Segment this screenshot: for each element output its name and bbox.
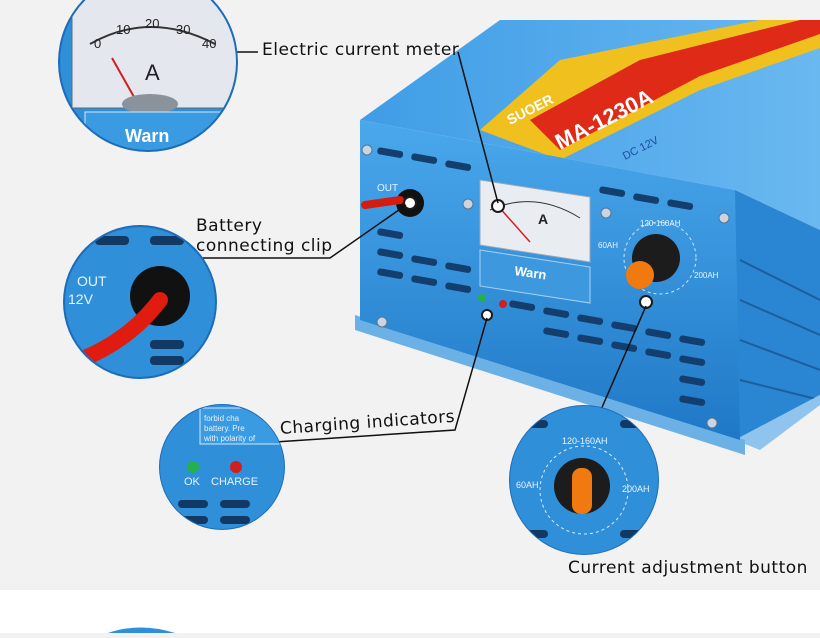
adjust-knob <box>626 261 654 289</box>
zoom-charge-led <box>230 461 242 473</box>
tick-20: 20 <box>145 16 159 31</box>
zoom-clip: OUT 12V <box>63 225 217 379</box>
ok-led <box>478 294 486 302</box>
callout-clip-line1: Battery <box>196 216 263 236</box>
zoom-knob: 120-160AH 60AH 200AH <box>509 405 659 555</box>
out-label: OUT <box>377 183 398 194</box>
vent-slots <box>377 147 706 406</box>
callout-button: Current adjustment button <box>568 558 808 578</box>
warn-line-2: battery. Pre <box>204 424 245 433</box>
zoom-ok-led <box>187 461 199 473</box>
meter-marker <box>491 199 505 213</box>
callout-clip-line2: connecting clip <box>196 236 333 256</box>
warn-title: Warn <box>514 263 548 282</box>
zoom-warn: Warn <box>125 126 169 146</box>
zoom-meter: 0 10 20 30 40 A Warn <box>58 0 238 152</box>
charge-label: CHARGE <box>211 476 258 488</box>
zoom-scale-low: 60AH <box>516 480 539 490</box>
zoom-scale-mid: 120-160AH <box>562 436 608 446</box>
scale-high-small: 200AH <box>694 271 719 280</box>
clip-marker <box>403 196 417 210</box>
callout-meter: Electric current meter <box>262 40 460 60</box>
zoom-indicators: forbid cha battery. Pre with polarity of… <box>159 404 285 530</box>
tick-10: 10 <box>116 22 130 37</box>
leader-lines <box>190 51 647 443</box>
charge-led <box>499 300 507 308</box>
ammeter <box>479 179 591 263</box>
zoom-volt-label: 12V <box>68 291 94 307</box>
tick-40: 40 <box>202 36 216 51</box>
callout-clip: Battery connecting clip <box>196 216 333 256</box>
knob-marker <box>639 295 653 309</box>
zoom-scale-high: 200AH <box>622 484 650 494</box>
scale-mid-small: 120-160AH <box>640 219 681 228</box>
warn-line-3: with polarity of <box>203 434 256 443</box>
warn-line-1: forbid cha <box>204 414 240 423</box>
meter-unit: A <box>538 211 548 227</box>
scale-low-small: 60AH <box>598 241 618 250</box>
tick-30: 30 <box>176 22 190 37</box>
zoom-out-label: OUT <box>77 273 107 289</box>
tick-0: 0 <box>94 36 101 51</box>
ok-label: OK <box>184 476 201 488</box>
device-side <box>735 190 820 440</box>
zoom-meter-unit: A <box>145 60 160 85</box>
